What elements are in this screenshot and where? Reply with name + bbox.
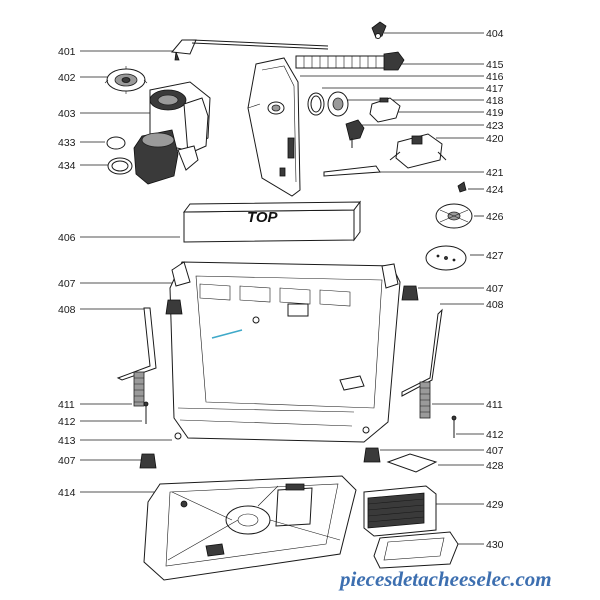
- rod-421: [323, 165, 381, 177]
- o-ring-433: [106, 136, 126, 150]
- power-cord-401: [171, 39, 329, 61]
- seal-434: [107, 157, 133, 175]
- top-box-406: TOP: [182, 200, 362, 243]
- callout-430: 430: [486, 539, 504, 551]
- solenoid-420: [389, 133, 447, 169]
- callout-420: 420: [486, 133, 504, 145]
- callout-406: 406: [58, 232, 76, 244]
- callout-407-c: 407: [486, 283, 504, 295]
- base-plate-414: [143, 475, 357, 581]
- callout-414: 414: [58, 487, 76, 499]
- right-callouts: 404 415 416 417 418 419 423 420 421 424 …: [300, 28, 504, 551]
- pump-419: [369, 97, 401, 123]
- callout-428: 428: [486, 460, 504, 472]
- disc-427: [425, 245, 467, 271]
- callout-415: 415: [486, 59, 504, 71]
- callout-402: 402: [58, 72, 76, 84]
- callout-426: 426: [486, 211, 504, 223]
- watermark-text: piecesdetacheeselec.com: [338, 567, 552, 591]
- callout-424: 424: [486, 184, 504, 196]
- left-callouts: 401 402 403 433 434 406 407 408 411 412 …: [58, 46, 180, 499]
- bearing-418: [327, 91, 349, 117]
- hose-415: [295, 51, 405, 71]
- clip-404: [371, 21, 387, 39]
- callout-412-b: 412: [486, 429, 504, 441]
- foot-407-d: [363, 447, 381, 463]
- ring-417: [307, 92, 325, 116]
- callout-434: 434: [58, 160, 76, 172]
- callout-433: 433: [58, 137, 76, 149]
- screw-412-right: [451, 415, 457, 438]
- callout-416: 416: [486, 71, 504, 83]
- foot-407-b: [139, 453, 157, 469]
- top-box-text: TOP: [247, 209, 279, 226]
- callout-413: 413: [58, 435, 76, 447]
- callout-411-b: 411: [486, 399, 503, 411]
- foot-407-c: [401, 285, 419, 301]
- callout-408-b: 408: [486, 299, 504, 311]
- base-frame-413: [169, 261, 401, 443]
- callout-408-a: 408: [58, 304, 76, 316]
- callout-418: 418: [486, 95, 504, 107]
- spring-rod-408-left: [116, 307, 157, 407]
- callout-421: 421: [486, 167, 504, 179]
- callout-407-a: 407: [58, 278, 76, 290]
- callout-404: 404: [486, 28, 504, 40]
- foot-407-a: [165, 299, 183, 315]
- gear-402: [104, 66, 148, 94]
- tray-430: [373, 531, 459, 569]
- callout-423: 423: [486, 120, 504, 132]
- callout-419: 419: [486, 107, 504, 119]
- valve-423: [345, 119, 365, 148]
- callout-411-a: 411: [58, 399, 75, 411]
- motor-assembly-403: [133, 81, 211, 185]
- callout-407-d: 407: [486, 445, 504, 457]
- filter-429: [363, 485, 437, 537]
- spring-rod-408-right: [401, 308, 443, 419]
- callout-401: 401: [58, 46, 76, 58]
- callout-427: 427: [486, 250, 504, 262]
- pad-428: [386, 453, 438, 473]
- callout-403: 403: [58, 108, 76, 120]
- callout-417: 417: [486, 83, 504, 95]
- housing-panel-416: [247, 57, 301, 197]
- callout-412-a: 412: [58, 416, 76, 428]
- callout-429: 429: [486, 499, 504, 511]
- callout-407-b: 407: [58, 455, 76, 467]
- impeller-426: [435, 203, 473, 229]
- screw-412-left: [143, 401, 149, 424]
- screw-424: [457, 181, 467, 193]
